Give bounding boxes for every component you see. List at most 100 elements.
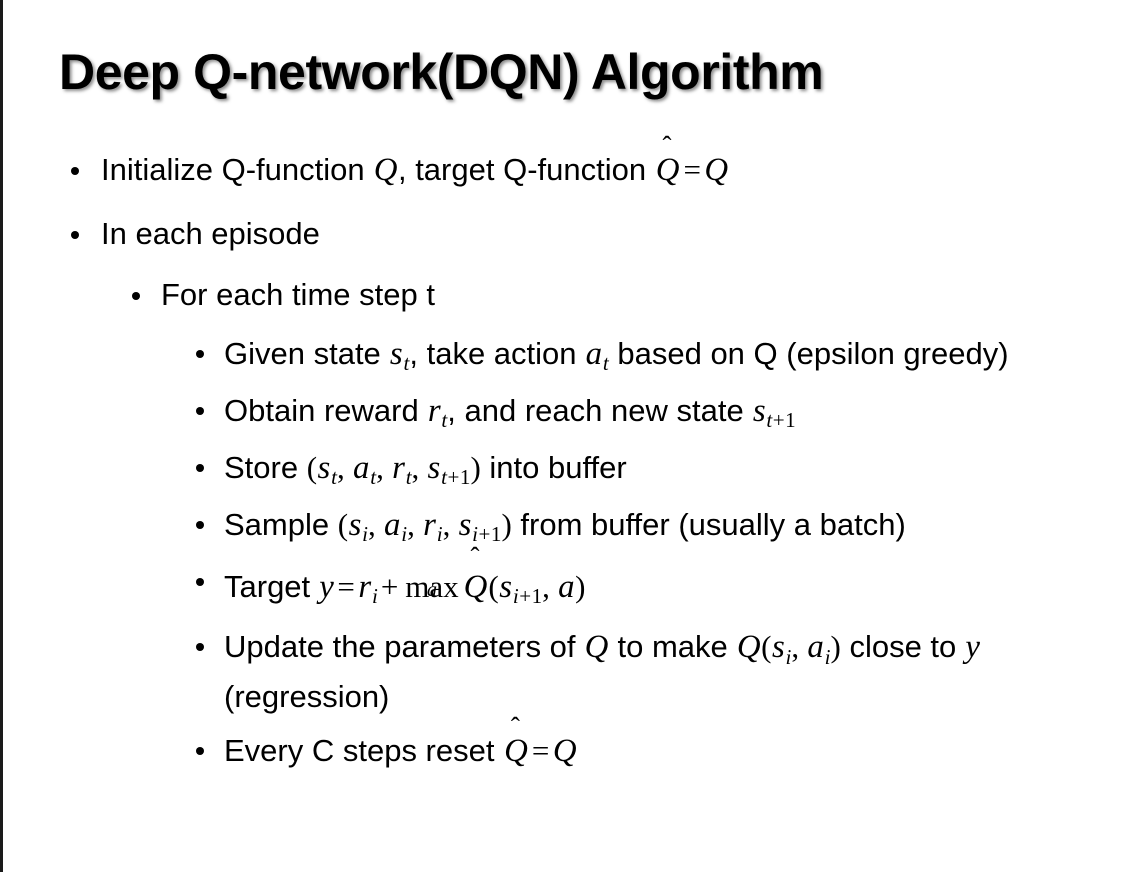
sub-one: 1 [785,408,796,433]
math-subscript-i: i [824,644,831,669]
list-item-sample-buffer: Sample (si, ai, ri, si+1) from buffer (u… [3,501,1124,551]
math-var-q: Q [584,629,609,666]
list-item-text: Sample (si, ai, ri, si+1) from buffer (u… [224,506,906,546]
list-item-text: Initialize Q-function Q, target Q-functi… [101,132,729,188]
math-var-r: r [427,393,441,430]
text-fragment: Obtain reward [224,393,428,429]
math-subscript-t-plus-1: t+1 [441,465,471,490]
text-fragment: (regression) [224,679,390,715]
text-fragment: Store [224,450,307,486]
math-subscript-i: i [401,522,408,547]
math-subscript-i: i [371,584,378,609]
text-fragment: , and reach new state [447,393,753,429]
math-comma: , [411,450,428,486]
bullet-dot-icon [196,407,204,415]
math-var-qhat-base: Q [504,733,528,770]
math-var-s-next: s [427,450,441,487]
sub-one: 1 [459,465,471,490]
sub-i: i [472,522,479,547]
math-var-q: Q [373,152,398,188]
math-var-q: Q [552,733,577,770]
sub-one: 1 [490,522,502,547]
math-paren-close: ) [501,506,512,542]
text-fragment: from buffer (usually a batch) [511,506,906,542]
math-comma: , [376,450,392,486]
math-subscript-t: t [602,351,609,376]
math-subscript-t: t [403,351,410,376]
list-item-text: Obtain reward rt, and reach new state st… [224,393,796,432]
math-var-qhat-base: Q [655,152,680,188]
list-item-text: Update the parameters of Q to make Q(si,… [224,629,980,714]
math-var-y: y [965,629,980,666]
math-var-s: s [389,336,403,373]
text-fragment: Given state [224,336,390,372]
math-comma: , [368,506,384,542]
math-equals: = [337,568,355,604]
max-underscript-a: a [426,578,438,601]
math-var-r: r [392,450,405,487]
bullet-dot-icon [196,747,204,755]
text-fragment: , target Q-function [397,152,655,187]
bullet-dot-icon [196,521,204,529]
math-paren-open: ( [761,629,772,665]
sub-one: 1 [531,584,543,609]
circumflex-accent-icon: ˆ [662,130,672,161]
bullet-dot-icon [71,167,79,175]
math-subscript-i: i [436,522,443,547]
math-var-a: a [807,629,824,666]
math-subscript-i: i [362,522,369,547]
math-var-y: y [319,568,334,605]
math-subscript-i: i [785,644,792,669]
math-comma: , [791,629,807,665]
sub-t: t [766,408,773,433]
math-subscript-i-plus-1: i+1 [513,584,543,609]
math-var-q2: Q [736,629,761,666]
bullet-dot-icon [196,578,204,586]
math-var-a: a [353,450,370,487]
circumflex-accent-icon: ˆ [510,711,520,742]
math-var-s: s [348,506,362,543]
math-paren-open: ( [337,506,349,542]
circumflex-accent-icon: ˆ [470,542,480,573]
bullet-dot-icon [71,231,79,239]
list-item-text: Store (st, at, rt, st+1) into buffer [224,450,627,489]
math-var-s-next: s [458,506,472,543]
list-item-given-state: Given state st, take action at based on … [3,330,1124,380]
text-fragment: Every C steps reset [224,733,504,769]
sub-t: t [441,465,447,490]
math-comma: , [407,506,423,542]
bullet-dot-icon [132,292,140,300]
text-fragment: to make [608,629,737,665]
list-item-initialize: Initialize Q-function Q, target Q-functi… [3,132,1124,196]
math-subscript-t-plus-1: t+1 [766,408,796,433]
math-plus: + [380,568,399,604]
math-comma: , [337,450,353,486]
math-var-s: s [771,629,785,666]
math-paren-open: ( [306,450,318,486]
list-item-in-each-episode: In each episode [3,210,1124,257]
list-item-text: Given state st, take action at based on … [224,336,1009,375]
math-paren-open: ( [488,568,499,604]
algorithm-bullet-list: Initialize Q-function Q, target Q-functi… [3,132,1124,784]
bullet-dot-icon [196,464,204,472]
max-label: max [405,568,459,604]
math-equals: = [683,152,701,187]
math-subscript-t: t [331,465,337,490]
math-var-s: s [499,568,513,605]
text-fragment: Update the parameters of [224,629,585,665]
sub-plus: + [478,522,491,547]
math-var-a: a [558,568,575,605]
math-var-r: r [358,568,372,605]
math-var-a: a [585,336,603,373]
bullet-dot-icon [196,350,204,358]
list-item-text: For each time step t [161,277,435,313]
